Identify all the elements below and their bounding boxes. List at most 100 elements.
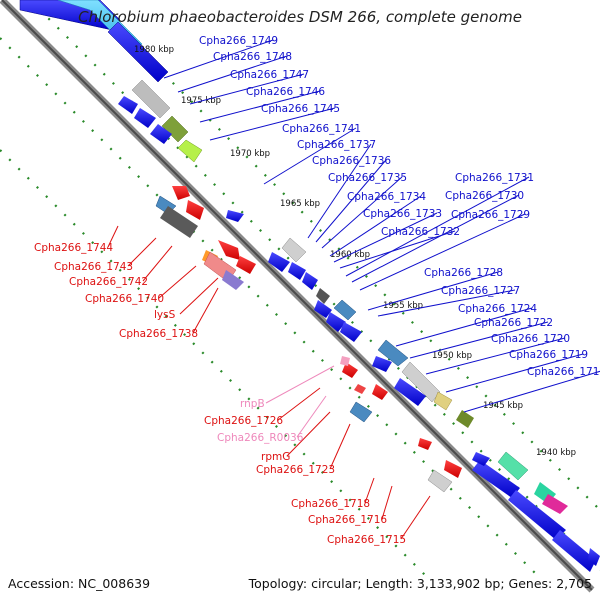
gene-cpha266_1724[interactable]	[433, 391, 453, 411]
leader-line	[209, 107, 336, 141]
gene-rna-pink[interactable]	[340, 356, 350, 366]
leader-line	[158, 265, 197, 299]
gene-cpha266_1745[interactable]	[161, 115, 189, 143]
gene-cpha266_1738[interactable]	[218, 240, 240, 260]
gene-upper-small-3[interactable]	[150, 124, 172, 144]
gene-cpha266_1735[interactable]	[288, 262, 306, 280]
forward-gene-label[interactable]: Cpha266_1748	[213, 51, 292, 63]
forward-gene-label[interactable]: Cpha266_1729	[451, 209, 530, 221]
genome-summary-text: Topology: circular; Length: 3,133,902 bp…	[248, 576, 592, 591]
gene-cpha266_1742b[interactable]	[186, 200, 204, 220]
forward-gene-label[interactable]: Cpha266_1734	[347, 191, 426, 203]
gene-cpha266_1716[interactable]	[427, 469, 453, 493]
gene-cpha266_1741[interactable]	[177, 139, 203, 163]
gene-cpha266_1736[interactable]	[268, 252, 290, 272]
forward-gene-label[interactable]: Cpha266_1728	[424, 267, 503, 279]
forward-gene-label[interactable]: Cpha266_1717	[527, 366, 600, 378]
gene-mid-small-3[interactable]	[588, 548, 600, 566]
gene-cpha266_1715[interactable]	[444, 460, 462, 478]
forward-gene-label[interactable]: Cpha266_1730	[445, 190, 524, 202]
forward-gene-label[interactable]: Cpha266_1737	[297, 139, 376, 151]
leader-line	[400, 495, 431, 540]
leader-line	[425, 337, 566, 375]
rna-gene-label[interactable]: rnpB	[240, 398, 265, 410]
gene-cpha266_1718[interactable]	[418, 438, 432, 450]
gene-cpha266_1723[interactable]	[349, 401, 373, 423]
gene-upper-small-2[interactable]	[134, 108, 156, 128]
kbp-mark: 1950 kbp	[432, 351, 472, 361]
forward-gene-label[interactable]: Cpha266_1747	[230, 69, 309, 81]
gene-lower-run-2[interactable]	[508, 490, 566, 540]
rna-gene-label[interactable]: Cpha266_R0036	[217, 432, 304, 444]
gene-cpha266_1746[interactable]	[131, 79, 171, 119]
gene-cpha266_1737[interactable]	[281, 237, 307, 263]
leader-line	[286, 411, 331, 457]
leader-line	[381, 485, 393, 520]
map-title: Chlorobium phaeobacteroides DSM 266, com…	[78, 8, 522, 26]
gene-cpha266_1728[interactable]	[377, 339, 409, 367]
gene-cpha266_1747[interactable]	[107, 21, 169, 83]
gene-cpha266_1732[interactable]	[333, 299, 357, 321]
leader-line	[345, 176, 530, 277]
gene-red-small-1[interactable]	[236, 256, 256, 274]
gene-cpha266_1738b[interactable]	[222, 270, 244, 290]
forward-gene-label[interactable]: Cpha266_1731	[455, 172, 534, 184]
reverse-gene-label[interactable]: Cpha266_1744	[34, 242, 113, 254]
gene-cpha266_1722[interactable]	[456, 410, 474, 428]
leader-line	[409, 321, 549, 359]
reverse-gene-label[interactable]: Cpha266_1716	[308, 514, 387, 526]
gene-upper-small-1[interactable]	[118, 96, 138, 114]
forward-gene-label[interactable]: Cpha266_1746	[246, 86, 325, 98]
leader-line	[177, 55, 288, 93]
forward-gene-label[interactable]: Cpha266_1732	[381, 226, 460, 238]
gene-upper-small-4[interactable]	[226, 210, 244, 222]
forward-gene-label[interactable]: Cpha266_1749	[199, 35, 278, 47]
gene-rpmg[interactable]	[354, 384, 366, 394]
reverse-gene-label[interactable]: Cpha266_1742	[69, 276, 148, 288]
gene-lower-run-1[interactable]	[472, 460, 520, 498]
leader-line	[351, 194, 520, 283]
reverse-gene-label[interactable]: Cpha266_1726	[204, 415, 283, 427]
gene-red-small-2[interactable]	[372, 384, 388, 400]
kbp-mark: 1965 kbp	[280, 199, 320, 209]
gene-cpha266_1734[interactable]	[302, 272, 318, 290]
forward-gene-label[interactable]: Cpha266_1745	[261, 103, 340, 115]
forward-gene-label[interactable]: Cpha266_1741	[282, 123, 361, 135]
gene-cpha266_1731[interactable]	[314, 300, 332, 318]
forward-gene-label[interactable]: Cpha266_1735	[328, 172, 407, 184]
gene-cpha266_1733[interactable]	[316, 288, 330, 304]
forward-gene-label[interactable]: Cpha266_1724	[458, 303, 537, 315]
gene-mid-small-2[interactable]	[472, 452, 490, 466]
reverse-gene-label[interactable]: Cpha266_1715	[327, 534, 406, 546]
forward-gene-label[interactable]: Cpha266_1719	[509, 349, 588, 361]
gene-cpha266_1730[interactable]	[326, 312, 346, 332]
gene-cpha266_1726[interactable]	[342, 362, 358, 378]
reverse-gene-label[interactable]: Cpha266_1743	[54, 261, 133, 273]
forward-gene-label[interactable]: Cpha266_1736	[312, 155, 391, 167]
forward-gene-label[interactable]: Cpha266_1722	[474, 317, 553, 329]
reverse-gene-label[interactable]: Cpha266_1718	[291, 498, 370, 510]
gene-extra-magenta[interactable]	[542, 494, 568, 514]
gene-cpha266_1729[interactable]	[340, 322, 362, 342]
gene-lower-run-3[interactable]	[552, 530, 596, 572]
kbp-mark: 1980 kbp	[134, 45, 174, 55]
gene-cpha266_1719[interactable]	[497, 451, 529, 481]
leader-line	[315, 159, 387, 243]
forward-gene-label[interactable]: Cpha266_1733	[363, 208, 442, 220]
gene-mid-small-1[interactable]	[372, 356, 392, 372]
forward-gene-label[interactable]: Cpha266_1720	[491, 333, 570, 345]
gene-cpha266_1742[interactable]	[172, 186, 190, 200]
reverse-gene-label[interactable]: rpmG	[261, 451, 290, 463]
gene-cpha266_1743[interactable]	[160, 206, 198, 238]
reverse-gene-label[interactable]: Cpha266_1740	[85, 293, 164, 305]
leader-line	[163, 39, 274, 79]
gene-cpha266_1720[interactable]	[394, 378, 426, 406]
leader-line	[367, 271, 499, 311]
leader-line	[127, 237, 157, 267]
reverse-gene-label[interactable]: lysS	[154, 309, 176, 321]
forward-gene-label[interactable]: Cpha266_1727	[441, 285, 520, 297]
reverse-gene-label[interactable]: Cpha266_1738	[119, 328, 198, 340]
gene-cpha266_1727[interactable]	[401, 361, 441, 403]
reverse-gene-label[interactable]: Cpha266_1723	[256, 464, 335, 476]
